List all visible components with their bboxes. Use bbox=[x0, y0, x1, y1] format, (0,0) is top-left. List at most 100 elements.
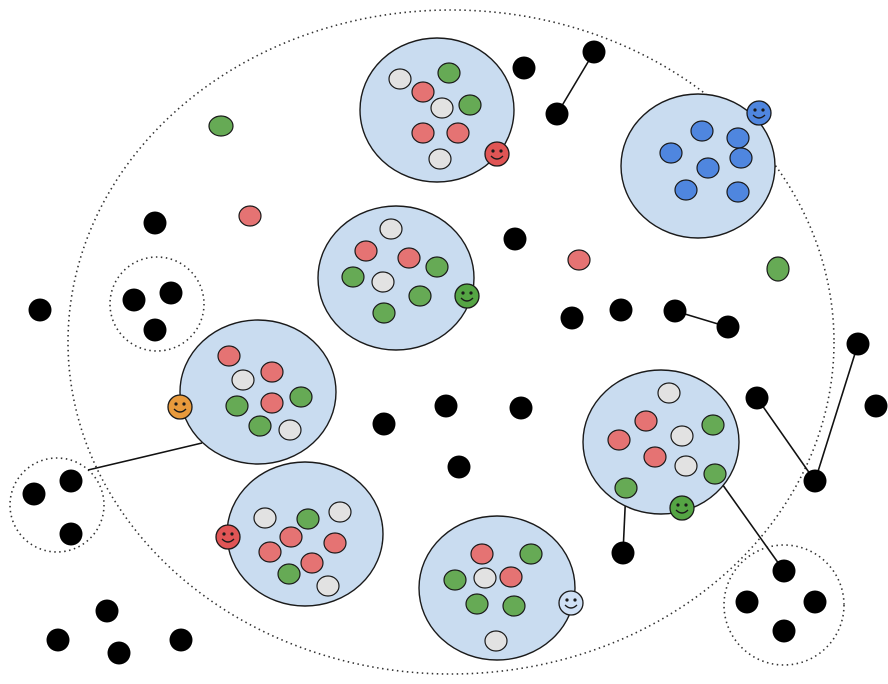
green-member-node bbox=[443, 569, 467, 591]
smiley-face-icon bbox=[484, 141, 510, 167]
smiley-face-icon bbox=[167, 394, 193, 420]
red-member-node bbox=[499, 566, 523, 588]
gray-member-node bbox=[484, 630, 508, 652]
small-group-left-outer bbox=[9, 457, 105, 553]
blue-member-node bbox=[690, 120, 714, 142]
black-node bbox=[560, 306, 584, 330]
red-member-node bbox=[258, 541, 282, 563]
black-node bbox=[434, 394, 458, 418]
black-node bbox=[159, 281, 183, 305]
cluster-middle-center bbox=[317, 205, 480, 351]
red-member-node bbox=[607, 429, 631, 451]
black-node bbox=[22, 482, 46, 506]
green-member-node bbox=[408, 285, 432, 307]
red-member-node bbox=[446, 122, 470, 144]
black-node bbox=[745, 386, 769, 410]
smiley-face-icon bbox=[215, 524, 241, 550]
black-node bbox=[46, 628, 70, 652]
red-member-node bbox=[217, 345, 241, 367]
black-node bbox=[59, 522, 83, 546]
small-group-bottom-right bbox=[723, 544, 845, 666]
red-free-node bbox=[238, 205, 262, 227]
green-member-node bbox=[502, 595, 526, 617]
red-member-node bbox=[300, 552, 324, 574]
black-node bbox=[803, 590, 827, 614]
cluster-circle bbox=[317, 205, 475, 351]
cluster-left bbox=[167, 319, 337, 465]
red-member-node bbox=[643, 446, 667, 468]
black-node bbox=[107, 641, 131, 665]
blue-member-node bbox=[696, 157, 720, 179]
cluster-bottom-center bbox=[418, 515, 584, 661]
blue-member-node bbox=[726, 127, 750, 149]
green-member-node bbox=[289, 386, 313, 408]
red-member-node bbox=[323, 532, 347, 554]
free-nodes bbox=[22, 40, 888, 665]
black-node bbox=[59, 469, 83, 493]
blue-member-node bbox=[659, 142, 683, 164]
black-node bbox=[716, 315, 740, 339]
blue-member-node bbox=[674, 179, 698, 201]
black-node bbox=[28, 298, 52, 322]
cluster-circle bbox=[179, 319, 337, 465]
green-member-node bbox=[277, 563, 301, 585]
green-free-node bbox=[208, 115, 234, 137]
black-node bbox=[803, 469, 827, 493]
smiley-face-icon bbox=[558, 590, 584, 616]
black-node bbox=[512, 56, 536, 80]
green-member-node bbox=[465, 593, 489, 615]
blue-member-node bbox=[729, 147, 753, 169]
red-free-node bbox=[567, 249, 591, 271]
black-node bbox=[609, 298, 633, 322]
black-node bbox=[143, 318, 167, 342]
edge bbox=[714, 473, 785, 572]
black-node bbox=[663, 299, 687, 323]
blue-member-node bbox=[726, 181, 750, 203]
black-node bbox=[143, 211, 167, 235]
edge bbox=[87, 442, 203, 471]
gray-member-node bbox=[657, 382, 681, 404]
green-member-node bbox=[372, 302, 396, 324]
green-free-node bbox=[766, 256, 790, 282]
green-member-node bbox=[248, 415, 272, 437]
edges bbox=[87, 51, 859, 572]
edge bbox=[756, 397, 816, 482]
red-member-node bbox=[397, 247, 421, 269]
green-member-node bbox=[701, 414, 725, 436]
gray-member-node bbox=[473, 567, 497, 589]
green-member-node bbox=[296, 508, 320, 530]
black-node bbox=[864, 394, 888, 418]
cluster-top-right bbox=[620, 93, 776, 239]
smiley-face-icon bbox=[669, 495, 695, 521]
green-member-node bbox=[437, 62, 461, 84]
gray-member-node bbox=[316, 575, 340, 597]
gray-member-node bbox=[278, 419, 302, 441]
cluster-top-center bbox=[359, 37, 515, 183]
black-node bbox=[545, 102, 569, 126]
black-node bbox=[509, 396, 533, 420]
cluster-circle bbox=[226, 461, 384, 607]
black-node bbox=[611, 541, 635, 565]
black-node bbox=[447, 455, 471, 479]
outer-boundary bbox=[67, 9, 835, 675]
gray-member-node bbox=[231, 369, 255, 391]
red-member-node bbox=[354, 240, 378, 262]
cluster-right bbox=[582, 369, 740, 521]
red-member-node bbox=[260, 361, 284, 383]
gray-member-node bbox=[388, 68, 412, 90]
gray-member-node bbox=[430, 97, 454, 119]
edge bbox=[556, 51, 595, 115]
green-member-node bbox=[225, 395, 249, 417]
gray-member-node bbox=[328, 501, 352, 523]
red-member-node bbox=[411, 122, 435, 144]
cluster-bottom-left bbox=[215, 461, 384, 607]
green-member-node bbox=[519, 543, 543, 565]
black-node bbox=[372, 412, 396, 436]
red-member-node bbox=[260, 392, 284, 414]
black-node bbox=[122, 288, 146, 312]
green-member-node bbox=[425, 256, 449, 278]
edge bbox=[814, 343, 859, 482]
gray-member-node bbox=[674, 455, 698, 477]
cluster-circle bbox=[582, 369, 740, 515]
